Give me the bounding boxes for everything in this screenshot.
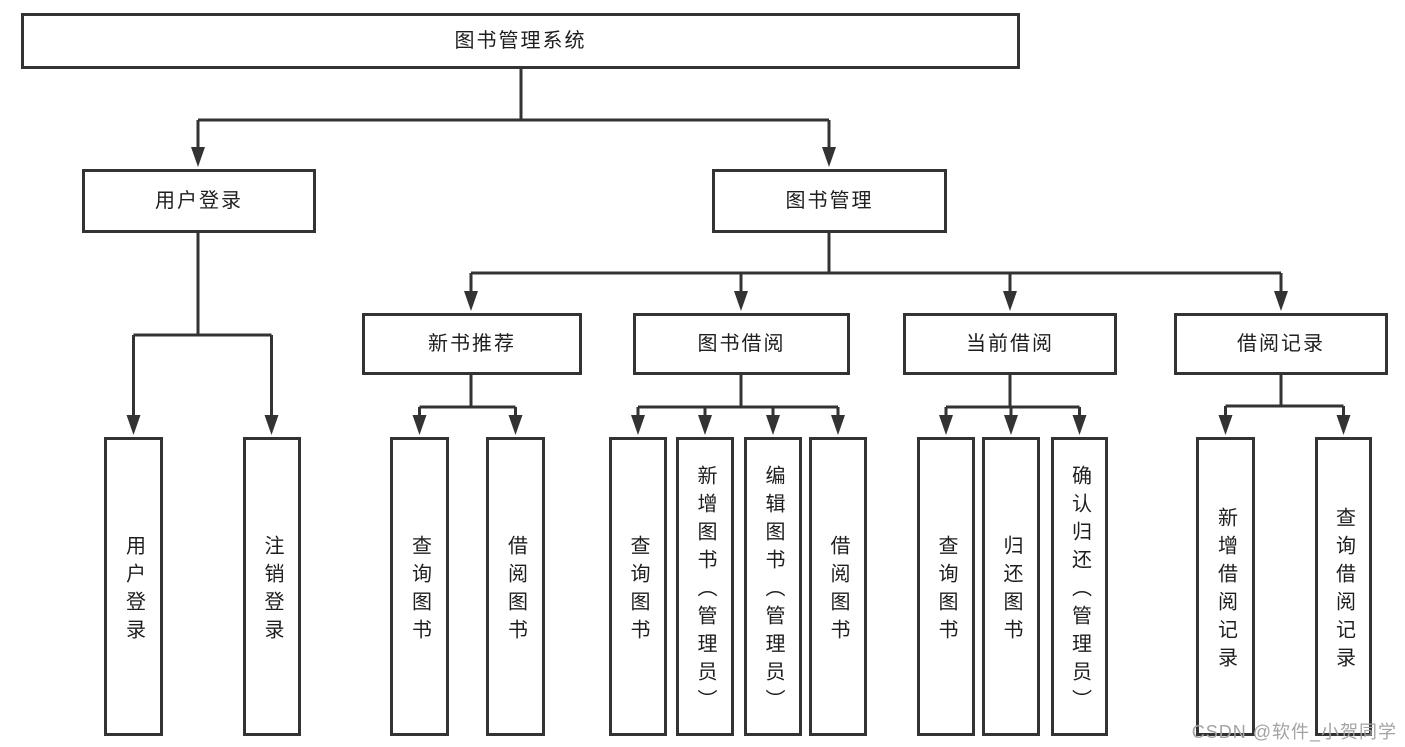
node-user-login: 用户登录 [82,169,316,233]
leaf-query-books-recommend: 查询图书 [390,437,449,736]
node-borrowing-records: 借阅记录 [1174,313,1388,375]
leaf-user-login: 用户登录 [104,437,163,736]
leaf-query-books-borrowing: 查询图书 [609,437,667,736]
leaf-return-books: 归还图书 [982,437,1040,736]
leaf-query-books-current: 查询图书 [917,437,975,736]
node-book-borrowing: 图书借阅 [633,313,850,375]
leaf-edit-book-admin: 编辑图书（管理员） [744,437,802,736]
arrowheads [126,147,1351,435]
leaf-confirm-return-admin: 确认归还（管理员） [1051,437,1108,736]
leaf-query-borrow-record: 查询借阅记录 [1315,437,1372,736]
leaf-borrow-books-recommend: 借阅图书 [486,437,545,736]
node-root-system: 图书管理系统 [21,13,1020,69]
leaf-add-book-admin: 新增图书（管理员） [676,437,734,736]
node-new-book-recommendation: 新书推荐 [362,313,582,375]
leaf-logout: 注销登录 [243,437,301,736]
node-book-management: 图书管理 [712,169,947,233]
csdn-watermark: CSDN @软件_小贺同学 [1191,722,1397,742]
leaf-borrow-books: 借阅图书 [809,437,867,736]
leaf-add-borrow-record: 新增借阅记录 [1196,437,1255,736]
node-current-borrowing: 当前借阅 [903,313,1117,375]
connector-paths [132,69,1345,419]
